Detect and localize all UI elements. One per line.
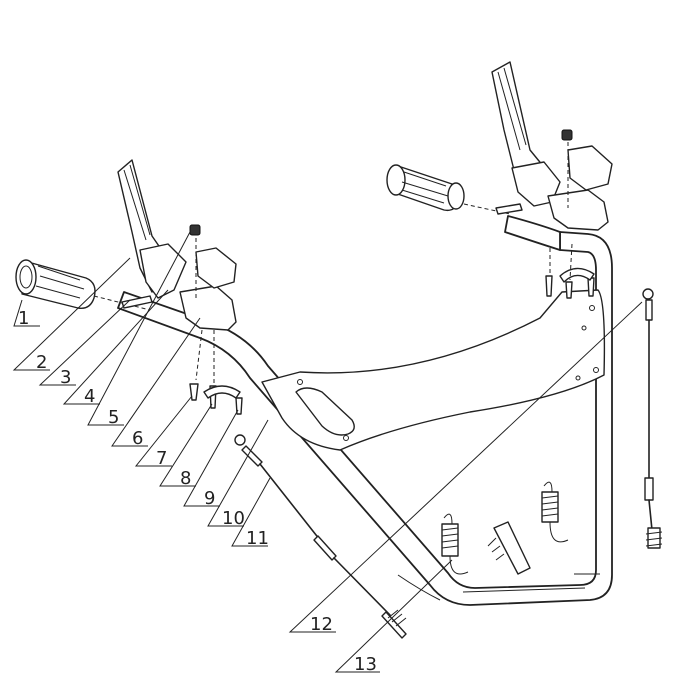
callout-8: 8 <box>180 468 191 489</box>
callout-2: 2 <box>36 352 47 373</box>
left-control-cable <box>234 434 407 639</box>
callout-9: 9 <box>204 488 215 509</box>
center-plate <box>261 289 606 451</box>
right-control-cable <box>642 288 663 549</box>
right-lever-assembly <box>491 61 613 231</box>
callout-13: 13 <box>354 654 377 675</box>
left-grip <box>15 259 96 309</box>
callout-10: 10 <box>222 508 245 529</box>
callout-6: 6 <box>132 428 143 449</box>
left-lever-assembly <box>117 159 237 392</box>
callout-4: 4 <box>84 386 95 407</box>
callout-leaders <box>12 231 643 673</box>
callout-labels: 1 2 3 4 5 6 7 8 9 10 11 12 13 <box>18 308 377 675</box>
right-grip <box>386 164 465 212</box>
springs-and-bracket <box>441 481 569 575</box>
callout-3: 3 <box>60 367 71 388</box>
right-fasteners <box>545 243 595 299</box>
callout-5: 5 <box>108 407 119 428</box>
callout-11: 11 <box>246 528 269 549</box>
handlebar-frame <box>117 215 613 606</box>
callout-7: 7 <box>156 448 167 469</box>
callout-12: 12 <box>310 614 333 635</box>
left-fasteners <box>189 383 243 415</box>
callout-1: 1 <box>18 308 29 329</box>
